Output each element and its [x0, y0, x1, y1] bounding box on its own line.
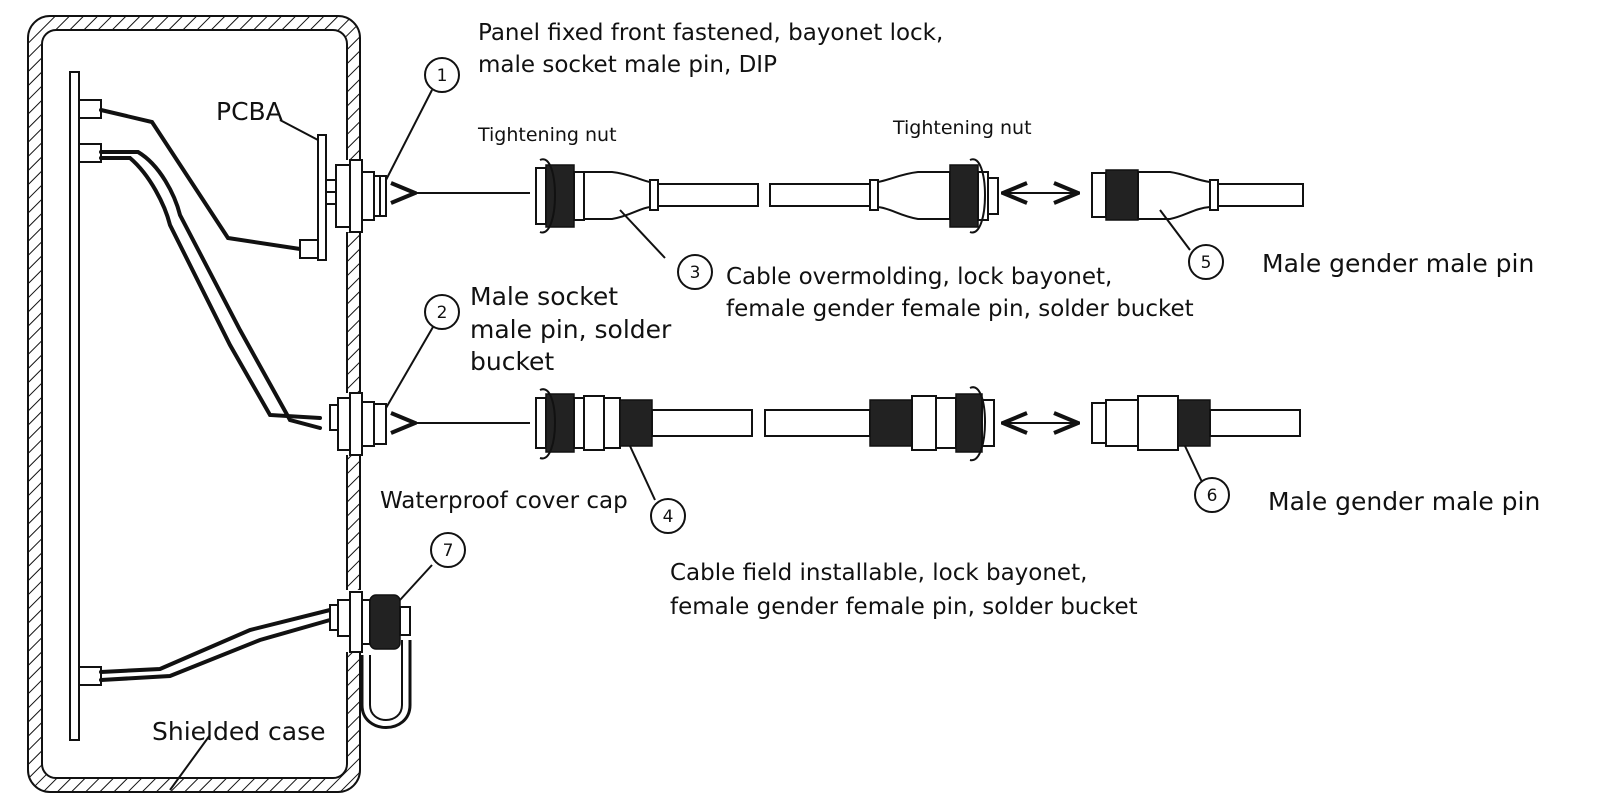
pcba-leader — [279, 119, 319, 141]
shielded-case-leader — [169, 734, 211, 791]
cable-field-installable-4 — [415, 386, 1078, 501]
label-item4-line1: Cable field installable, lock bayonet, — [670, 560, 1087, 586]
callout-5: 5 — [1188, 244, 1224, 280]
svg-text:7: 7 — [443, 541, 454, 561]
svg-text:3: 3 — [690, 263, 701, 283]
svg-text:5: 5 — [1201, 253, 1212, 273]
label-item1-line1: Panel fixed front fastened, bayonet lock… — [478, 20, 943, 46]
callout-4: 4 — [650, 498, 686, 534]
label-item6: Male gender male pin — [1268, 487, 1540, 516]
svg-text:2: 2 — [437, 303, 448, 323]
label-waterproof-cap: Waterproof cover cap — [380, 488, 628, 514]
pcba-board — [279, 119, 336, 261]
panel-connector-2 — [329, 326, 434, 456]
callout-3: 3 — [677, 254, 713, 290]
label-item2-line2: male pin, solder — [470, 315, 672, 344]
label-item3-line1: Cable overmolding, lock bayonet, — [726, 264, 1112, 290]
label-item2-line1: Male socket — [470, 282, 618, 311]
callout-1: 1 — [424, 57, 460, 93]
label-pcba: PCBA — [216, 97, 283, 126]
panel-connector-7 — [329, 564, 433, 729]
panel-connector-1 — [335, 89, 433, 233]
label-item4-line2: female gender female pin, solder bucket — [670, 594, 1138, 620]
shielded-case — [27, 15, 365, 793]
callout-2: 2 — [424, 294, 460, 330]
main-board — [69, 71, 80, 741]
male-plug-5 — [1091, 169, 1304, 251]
callout-6: 6 — [1194, 477, 1230, 513]
label-shielded-case: Shielded case — [152, 717, 326, 746]
male-plug-6 — [1091, 395, 1301, 483]
label-tightening-nut-left: Tightening nut — [477, 124, 617, 146]
label-item1-line2: male socket male pin, DIP — [478, 52, 777, 78]
label-tightening-nut-right: Tightening nut — [892, 117, 1032, 139]
label-item5: Male gender male pin — [1262, 249, 1534, 278]
label-item2-line3: bucket — [470, 347, 554, 376]
svg-text:1: 1 — [437, 66, 448, 86]
cable-overmolding-3 — [415, 158, 1078, 259]
label-item3-line2: female gender female pin, solder bucket — [726, 296, 1194, 322]
internal-wires — [78, 99, 332, 686]
callout-7: 7 — [430, 532, 466, 568]
svg-text:4: 4 — [663, 507, 674, 527]
svg-text:6: 6 — [1207, 486, 1218, 506]
